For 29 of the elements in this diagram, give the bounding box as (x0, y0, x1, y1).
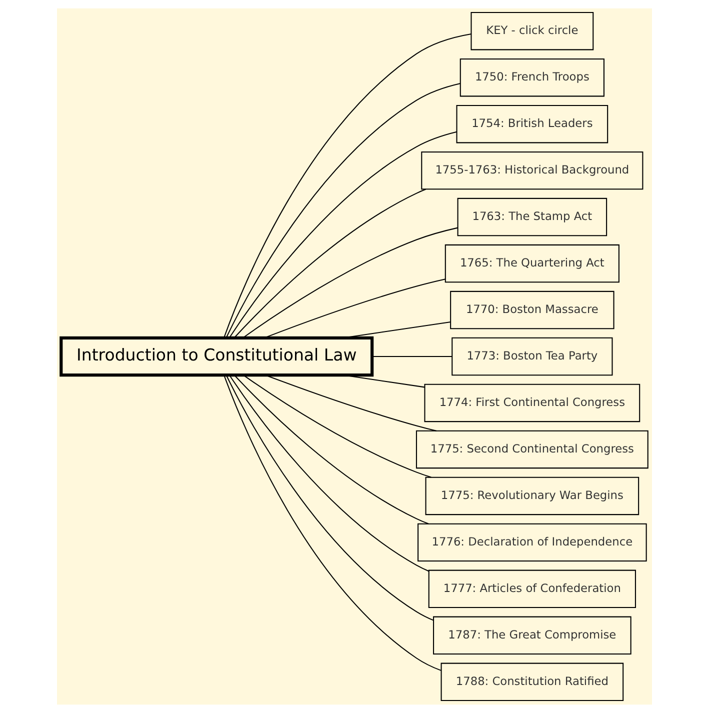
connector (372, 356, 452, 358)
connector (264, 278, 445, 338)
connector (233, 188, 426, 338)
node-box: 1788: Constitution Ratified (440, 662, 624, 701)
node-box: 1775: Revolutionary War Begins (424, 476, 639, 516)
node-box: 1750: French Troops (459, 58, 604, 97)
connector (265, 374, 436, 432)
connector (222, 33, 471, 338)
node-box: 1777: Articles of Confederation (428, 570, 636, 608)
node-box: 1773: Boston Tea Party (451, 337, 612, 376)
connector (223, 375, 441, 671)
node-box: 1763: The Stamp Act (456, 198, 607, 236)
node-box: 1765: The Quartering Act (444, 244, 619, 283)
connector (228, 131, 456, 338)
connector (228, 374, 428, 572)
connector (225, 82, 460, 338)
node-box: Introduction to Constitutional Law (59, 336, 374, 377)
connector (225, 375, 434, 621)
node-box: 1775: Second Continental Congress (415, 430, 648, 469)
node-box: 1787: The Great Compromise (432, 616, 631, 655)
node-box: 1770: Boston Massacre (450, 290, 614, 330)
node-box: 1754: British Leaders (456, 104, 608, 144)
node-box: KEY - click circle (470, 12, 594, 50)
connector (242, 374, 431, 478)
connector (234, 374, 428, 524)
node-box: 1776: Declaration of Independence (417, 523, 646, 562)
node-box: 1774: First Continental Congress (424, 384, 640, 422)
node-box: 1755-1763: Historical Background (420, 151, 643, 190)
connector (242, 227, 458, 338)
